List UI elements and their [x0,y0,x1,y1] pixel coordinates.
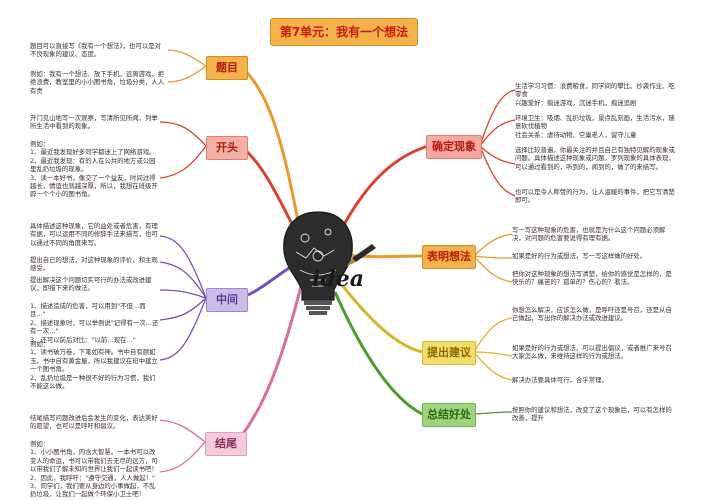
phenomenon-text-2: 环境卫生：吸烟、乱扔垃圾，景点乱刻画，生活污水，随意砍伐植物 社会关系：虐待动物… [515,114,675,139]
node-middle[interactable]: 中间 [206,288,248,312]
branch-phenomenon [338,144,429,233]
branch-topic [239,64,302,233]
opening-text-1: 开门见山地写一次观察，写清所见所闻，列举所生活中看到的现象。 [30,114,158,131]
ending-text-2: 例如： 1、小小图书角，内含大智慧。一本书可以改变人的命运，书可以带我们去无尽的… [30,440,158,499]
phenomenon-text-1: 生活学习习惯：浪费粮食，同学间的攀比、抄袭作业、吃零食 兴趣爱好：痴迷游戏，沉迷… [515,82,675,107]
node-topic[interactable]: 题目 [206,56,248,80]
middle-text-3: 提出解决这个问题切实可行的办法或改进建议，即措下来的做法。 [30,276,152,293]
summary-text-1: 按照你的建议和想法，改变了这个现象后，可以有怎样的改善，提升 [512,406,672,423]
node-phenomenon[interactable]: 确定现象 [426,135,482,159]
idea-logo-text: idea [312,266,364,292]
lightbulb-icon [283,211,353,315]
opinion-text-1: 写一写这种现象的危害，也就是为什么这个问题必须解决，对问题的危害要说得有理有据。 [512,226,666,243]
phenomenon-text-4: 也可以是令人称赞的行为，让人温暖的事件，把它写清楚即可。 [515,188,675,205]
node-ending[interactable]: 结尾 [205,432,247,456]
opening-text-2: 例如： 1、最近我发现好多同学都迷上了网络游戏。 2、最近我发现：有的人在公共的… [30,140,158,199]
middle-text-2: 提出自己的想法，对这种现象的评价，和主观感受。 [30,256,158,273]
suggestion-text-1: 你想怎么解决，应该怎么做，是呼吁还是号召，还是从自己做起，写出你的解决办法或改进… [512,306,672,323]
opinion-text-2: 如果是好的行为或想法，写一写这样做的好处。 [512,252,647,260]
page-title: 第7单元：我有一个想法 [270,18,418,46]
fountain-pen-icon [347,244,376,266]
suggestion-text-2: 如果是好的行为或想法，可以提出倡议，或者推广来号召大家怎么做，来维持这样的行为或… [512,344,672,361]
middle-text-4: 1、描述造成的危害，可以用到"不但…而且…" 2、描述现象时，可以举例说"记得有… [30,302,159,344]
middle-text-5: 例如： 1、读书破万卷，下笔如有神。书中自有颜如玉，书中自有黄金屋，所以我建议在… [30,340,158,391]
middle-text-1: 具体描述这种现象，它的益处或者危害，有理有据，可以运用不同的修辞手法来描写，也可… [30,222,158,247]
ending-text-1: 结尾描写问题改进后会发生的变化，表达美好的愿望，也可以是呼吁和倡议。 [30,414,158,431]
branch-summary [333,291,423,416]
node-summary[interactable]: 总结好处 [422,403,476,427]
node-suggestion[interactable]: 提出建议 [422,341,476,365]
branch-ending [234,281,304,444]
branch-suggestion [340,284,423,354]
topic-text-1: 题目可以直接写《我有一个想法》，也可以是对不良现象的建议、态度。 [30,42,162,59]
branch-opening [239,144,300,237]
phenomenon-text-3: 选择比较普遍，你最关注的并且自己有独特见解的现象或问题。具体描述这种现象或问题，… [515,146,675,171]
topic-text-2: 例如：我有一个想法、放下手机，远离游戏、拒绝浪费，教室里的小小图书角，垃圾分类，… [30,70,165,95]
node-opening[interactable]: 开头 [206,136,248,160]
suggestion-text-3: 解决办法要具体可行，合乎常理。 [512,376,608,384]
opinion-text-3: 把你对这种现象的想法写清楚，给你的感觉是怎样的，是快乐的？痛苦的？孤单的？伤心的… [512,270,672,287]
branch-opinion [344,253,423,259]
node-opinion[interactable]: 表明想法 [422,245,476,269]
